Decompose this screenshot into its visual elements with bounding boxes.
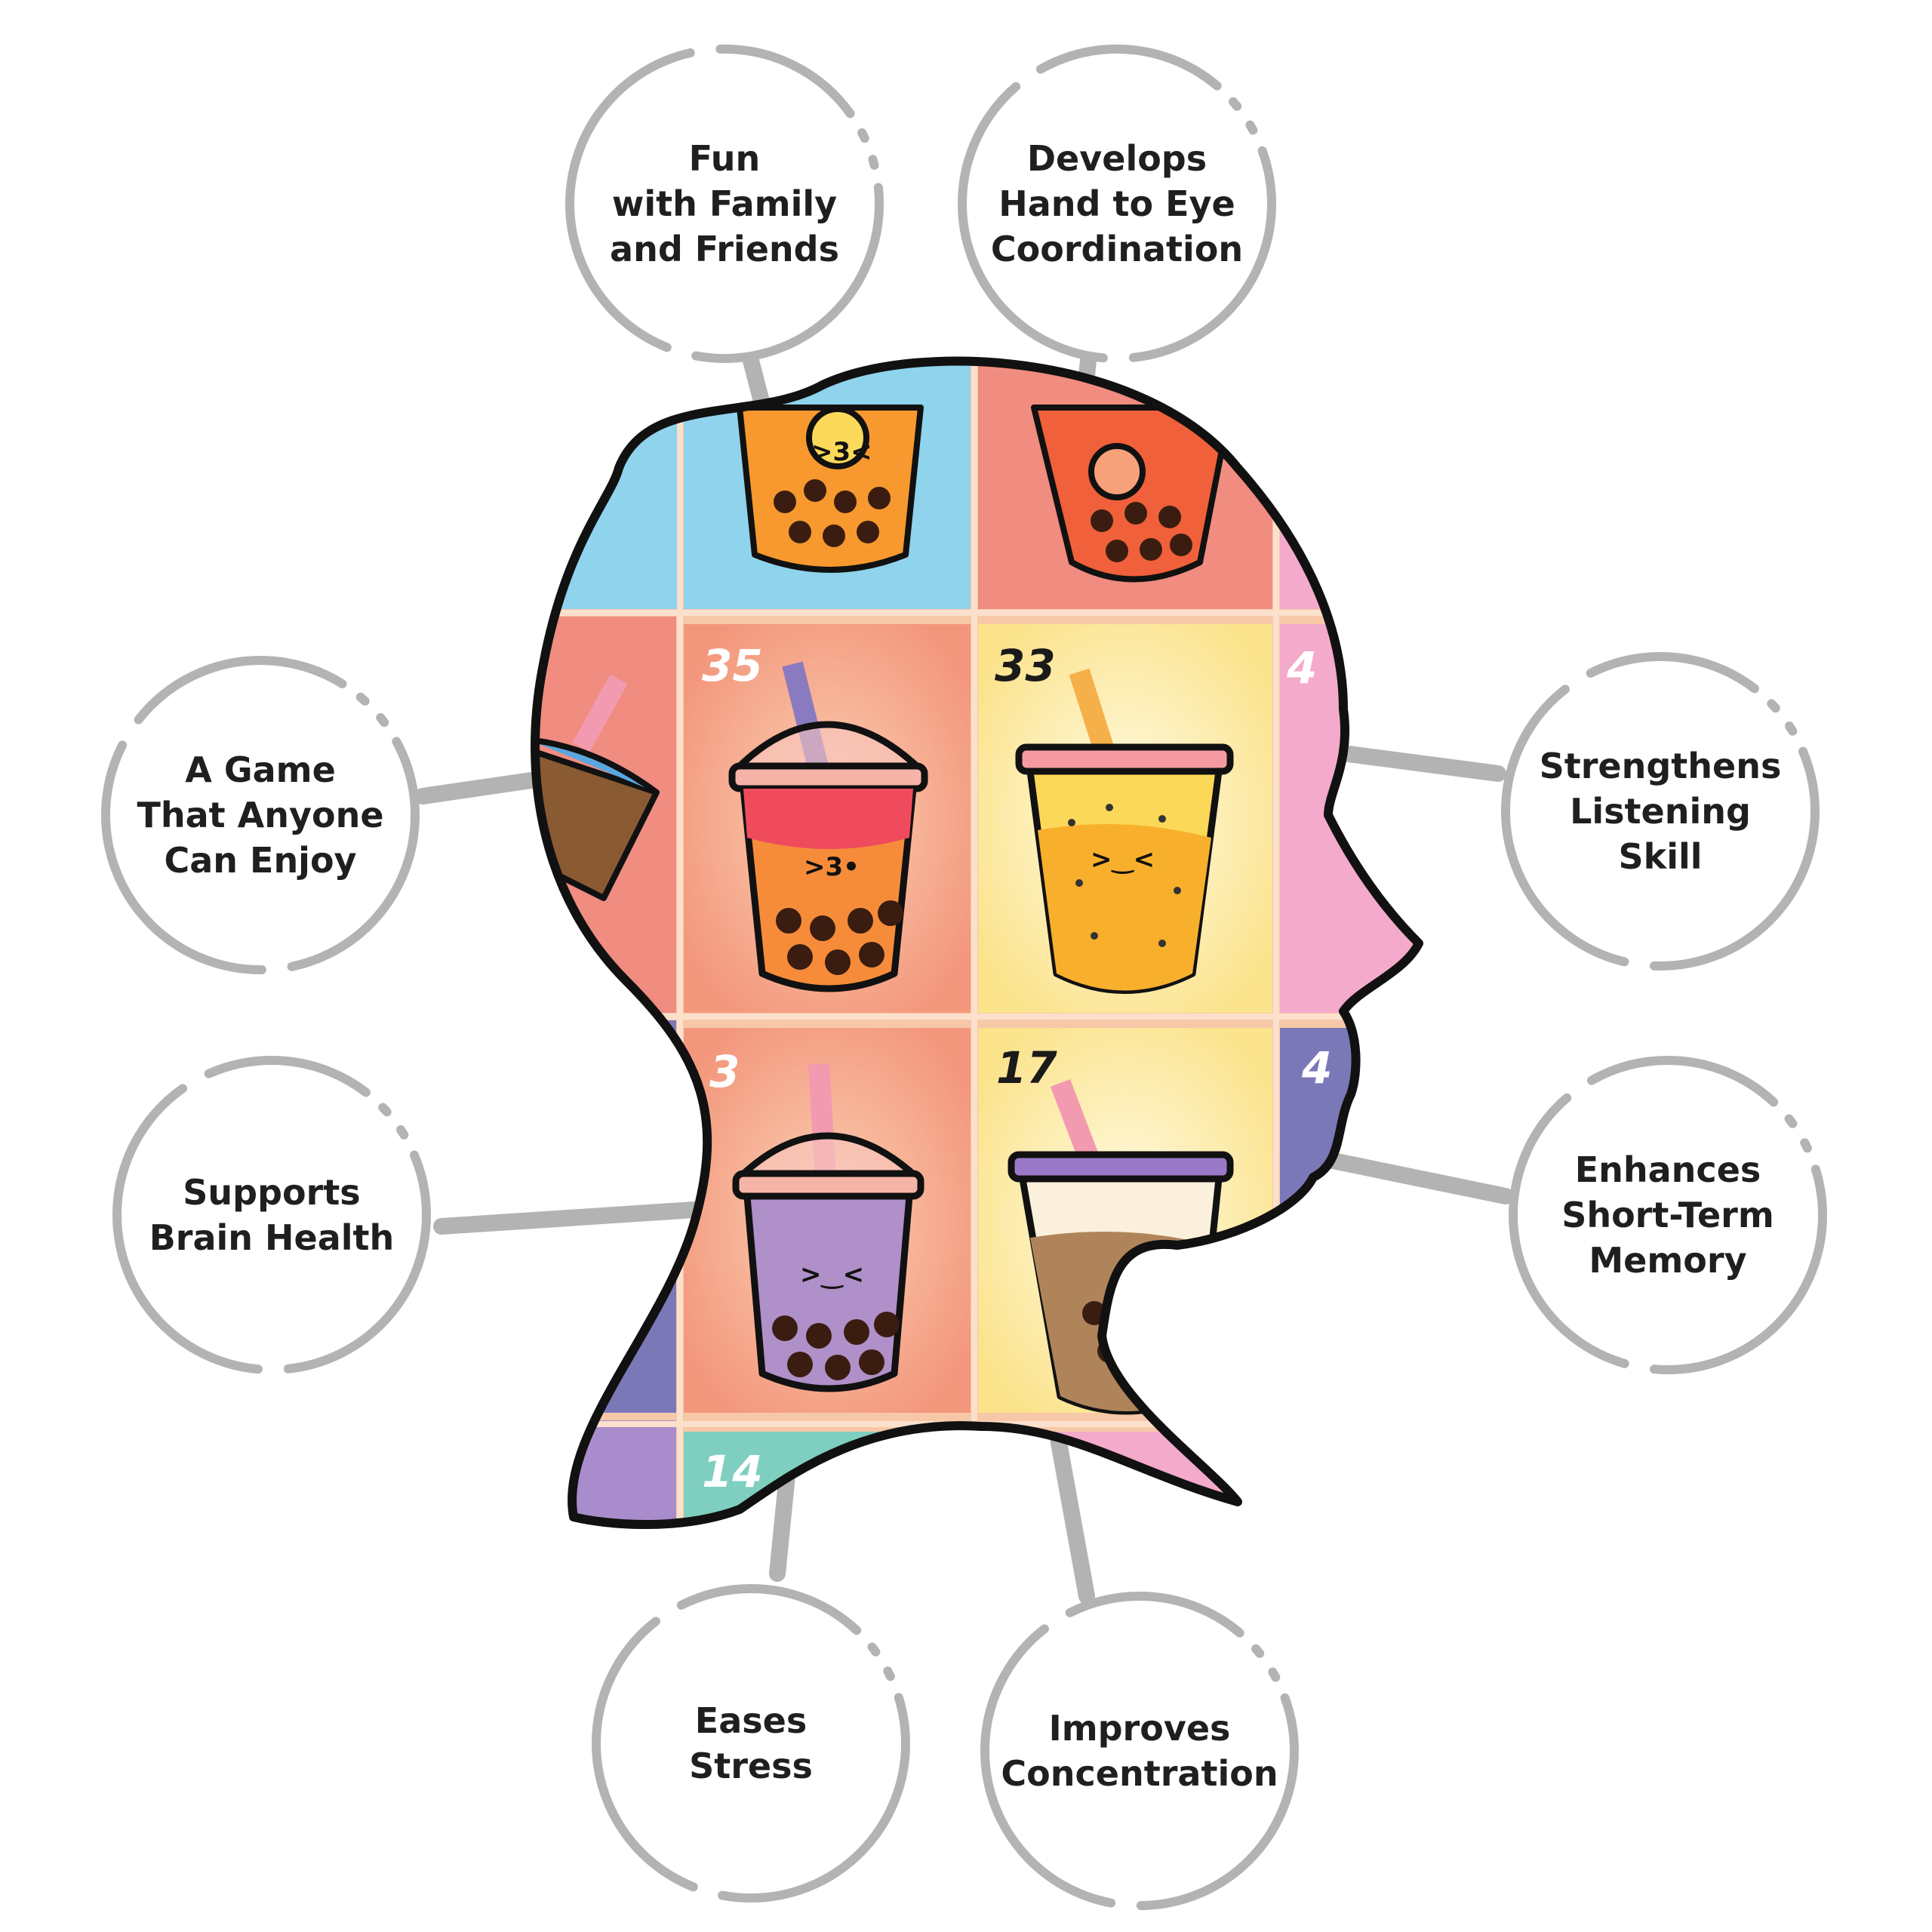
benefit-label-line: Strengthens [1540, 746, 1782, 786]
tile-purple-bottom [535, 1420, 676, 1525]
tile-board: 35 33 3 17 14 4 4 >3< [535, 361, 1419, 1525]
benefit-label-line: Brain Health [149, 1217, 395, 1258]
benefit-label-line: Eases [695, 1700, 807, 1741]
benefit-label-line: A Game [185, 749, 336, 790]
benefit-label-line: Enhances [1575, 1149, 1761, 1190]
benefit-label-line: Can Enjoy [164, 840, 356, 881]
benefit-label-line: Memory [1589, 1240, 1746, 1281]
tile-number-17: 17 [996, 1042, 1057, 1094]
benefit-label-line: That Anyone [137, 795, 383, 835]
benefit-label-line: Supports [183, 1172, 360, 1213]
svg-text:>‿<: >‿< [800, 1260, 864, 1290]
head-silhouette: 35 33 3 17 14 4 4 >3< [531, 356, 1423, 1529]
boba-cup-3: >‿< [732, 1063, 924, 1392]
benefit-circle-anyone [101, 656, 420, 974]
tile-pink-top [1280, 361, 1419, 609]
benefit-label-line: Coordination [991, 229, 1243, 269]
benefit-circle-concentration [980, 1592, 1299, 1910]
benefit-circle-brain [112, 1056, 431, 1374]
svg-text:>3<: >3< [811, 437, 872, 467]
benefit-label-line: Skill [1618, 836, 1702, 877]
benefit-label-line: Stress [689, 1746, 813, 1786]
boba-cup-35: >3• [728, 661, 928, 992]
boba-cup-red-top [1031, 405, 1233, 583]
tile-blue [535, 411, 681, 609]
tile-number-3: 3 [709, 1046, 740, 1097]
tile-number-14: 14 [702, 1446, 763, 1497]
connector-concentration [1048, 1422, 1095, 1604]
boba-cup-33: >‿< [1015, 668, 1234, 994]
benefit-circle-coordination [958, 45, 1276, 363]
svg-text:>3•: >3• [804, 852, 860, 882]
benefit-circle-stress [592, 1584, 910, 1903]
benefit-label-line: Short-Term [1561, 1195, 1774, 1235]
head-outline [531, 356, 1423, 1529]
benefit-circle-fun [565, 45, 884, 363]
benefit-label-line: with Family [612, 183, 837, 224]
tile-number-35: 35 [702, 640, 763, 691]
benefit-label-line: Improves [1049, 1708, 1231, 1749]
tile-number-33: 33 [995, 640, 1056, 691]
tile-number-4-mid: 4 [1301, 1042, 1332, 1094]
benefit-label-line: Listening [1570, 791, 1751, 832]
benefit-label-line: Concentration [1001, 1753, 1278, 1794]
svg-text:>‿<: >‿< [1091, 844, 1155, 875]
tile-number-4-top: 4 [1286, 642, 1317, 694]
connector-brain [433, 1199, 737, 1235]
boba-cup-orange-top: >3< [737, 405, 924, 573]
benefit-circle-memory [1509, 1056, 1827, 1374]
benefit-label-line: Develops [1027, 138, 1207, 179]
benefit-label-line: Hand to Eye [998, 183, 1235, 224]
benefit-label-line: Fun [689, 138, 761, 179]
benefit-label-line: and Friends [610, 229, 839, 269]
benefit-circle-listening [1501, 652, 1820, 971]
benefit-circles [101, 45, 1827, 1910]
